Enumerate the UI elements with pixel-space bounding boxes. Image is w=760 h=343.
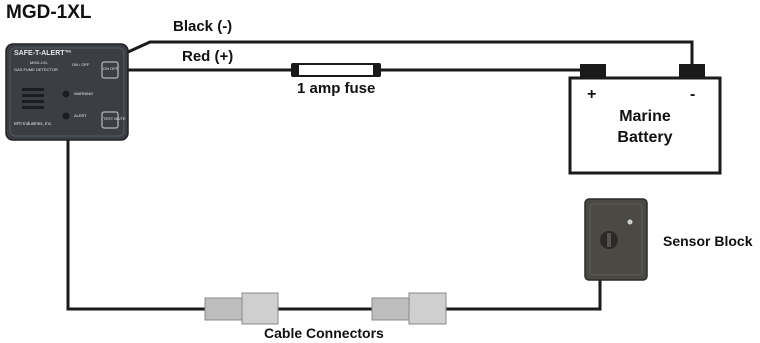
test-mute-button-label[interactable]: TEST MUTE	[103, 116, 126, 121]
diagram-title: MGD-1XL	[6, 2, 92, 23]
on-off-button[interactable]	[101, 61, 119, 79]
black-wire	[127, 40, 694, 65]
detector-type: GAS FUME DETECTOR	[14, 67, 58, 72]
detector-maker: MTI Industries, Inc.	[14, 121, 53, 126]
battery-label-line2: Battery	[617, 129, 673, 146]
fuse-label: 1 amp fuse	[297, 80, 376, 97]
marine-battery	[568, 64, 722, 175]
cable-connectors-label: Cable Connectors	[264, 325, 384, 341]
gas-detector	[5, 43, 129, 141]
warning-led	[62, 90, 70, 98]
sensor-cable-end	[446, 280, 602, 311]
battery-label: Marine Battery	[595, 106, 695, 148]
power-label: ON / OFF	[72, 62, 90, 67]
battery-positive-terminal	[580, 64, 606, 79]
red-wire-after-fuse	[380, 65, 595, 72]
battery-negative-terminal	[679, 64, 705, 79]
red-wire-label: Red (+)	[182, 48, 234, 65]
fuse	[291, 63, 381, 77]
sensor-block	[584, 198, 648, 281]
battery-minus-sign: -	[690, 86, 696, 103]
cable-connector	[204, 292, 279, 325]
sensor-cable	[66, 140, 205, 311]
alert-label: ALERT	[74, 113, 87, 118]
wires	[66, 40, 694, 311]
battery-label-line1: Marine	[619, 108, 671, 125]
warning-label: WARNING	[74, 91, 94, 96]
black-wire-label: Black (-)	[173, 18, 233, 35]
on-off-button-label[interactable]: ON OFF	[103, 66, 119, 71]
test-mute-button[interactable]	[101, 111, 119, 129]
sensor-screw	[627, 219, 633, 225]
detector-model: MGD-1XL	[30, 60, 48, 65]
speaker-grille	[22, 88, 44, 109]
cable-connector	[371, 292, 447, 325]
sensor-block-label: Sensor Block	[663, 233, 753, 249]
cable-connectors	[204, 292, 447, 325]
alert-led	[62, 112, 70, 120]
battery-plus-sign: +	[587, 86, 597, 103]
detector-brand: SAFE-T-ALERT™	[14, 50, 72, 57]
